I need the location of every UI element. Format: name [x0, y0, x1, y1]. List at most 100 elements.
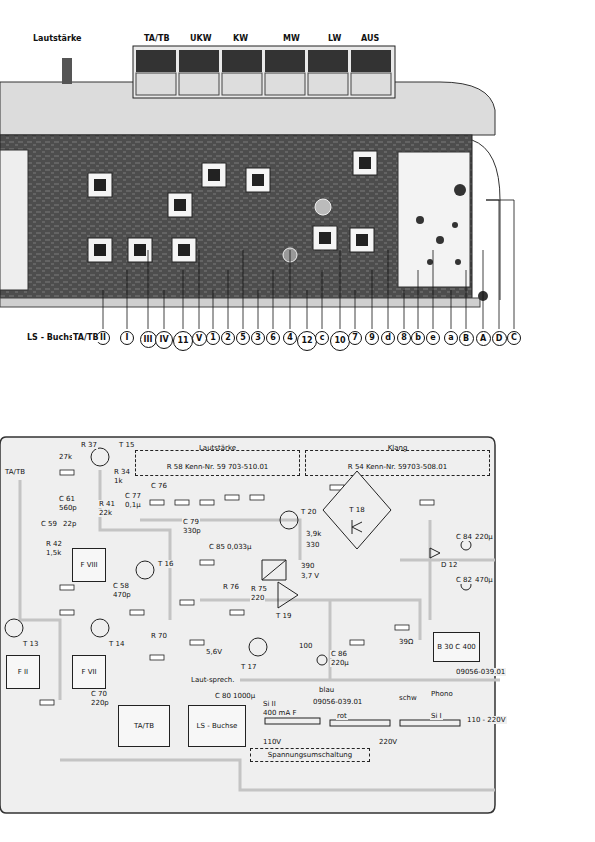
component-label: 470p	[112, 591, 132, 599]
component-label: C 61	[58, 495, 76, 503]
component-label: 110V	[262, 738, 282, 746]
component-label: C 77	[124, 492, 142, 500]
body-edge	[472, 140, 500, 300]
resistor-symbol	[250, 495, 264, 500]
component-label: 5,6V	[205, 648, 223, 656]
leader-line	[466, 270, 467, 329]
callout-number: a	[444, 331, 458, 345]
component-label: TA/TB	[72, 334, 100, 342]
component-label: C 80	[214, 692, 232, 700]
switch-hole	[436, 236, 444, 244]
leader-line	[183, 270, 184, 329]
leader-line	[290, 250, 291, 329]
node-text: 3	[255, 334, 261, 342]
component-label: 470µ	[474, 576, 494, 584]
component-label: 0,033µ	[226, 543, 253, 551]
resistor-symbol	[175, 500, 189, 505]
coil-can	[313, 226, 337, 250]
leader-line	[483, 250, 484, 329]
node-text: I	[126, 334, 129, 342]
component-label: C 84	[455, 533, 473, 541]
leader-line	[486, 200, 514, 329]
callout-number: 11	[173, 331, 193, 351]
node-text: 6	[270, 334, 276, 342]
resistor-symbol	[420, 500, 434, 505]
pcb-photo	[0, 135, 472, 300]
coil-core	[359, 157, 371, 169]
control-label: UKW	[189, 34, 213, 43]
resistor-symbol	[350, 640, 364, 645]
component-label: 0,1µ	[124, 501, 142, 509]
component-label: R 76	[222, 583, 240, 591]
callout-number: 9	[365, 331, 379, 345]
left-part	[0, 150, 28, 290]
component-label: C 59	[40, 520, 58, 528]
coil-core	[252, 174, 264, 186]
node-text: e	[430, 334, 435, 342]
key-face	[136, 50, 176, 72]
component-label: Laut-sprech.	[190, 676, 236, 684]
component-box: B 30 C 400	[433, 632, 480, 662]
transistor	[280, 511, 298, 529]
transistor-symbol	[352, 520, 362, 534]
coil-core	[174, 199, 186, 211]
component-label: R 42	[45, 540, 63, 548]
key-body	[351, 73, 391, 95]
component-box: F VII	[72, 655, 106, 689]
knob	[62, 58, 72, 84]
component-label: 560p	[58, 504, 78, 512]
component-label: rot	[336, 712, 348, 720]
component-label: R 41	[98, 500, 116, 508]
pcb-trace	[329, 600, 332, 680]
component-label: C 82	[455, 576, 473, 584]
component-label: Si II	[262, 700, 277, 708]
resistor-symbol	[150, 655, 164, 660]
component-label: C 79	[182, 518, 200, 526]
resistor-symbol	[40, 700, 54, 705]
callout-number: 6	[266, 331, 280, 345]
drawing-stroke	[40, 470, 434, 705]
node-text: T 18	[349, 506, 364, 514]
band-heading: Klang	[306, 444, 489, 452]
component-label: 09056-039.01	[455, 668, 506, 676]
resistor-symbol	[60, 470, 74, 475]
callout-number: D	[492, 331, 507, 346]
node-text: R 54 Kenn-Nr. 59703-508.01	[348, 463, 447, 471]
switch-hole	[427, 259, 433, 265]
callout-number: B	[459, 331, 474, 346]
callout-number: IV	[155, 331, 173, 349]
leader-line	[388, 250, 389, 329]
leader-line	[355, 290, 356, 329]
node-text: B	[463, 335, 469, 343]
pcb-trace	[140, 520, 300, 560]
callout-number: 5	[236, 331, 250, 345]
callout-number: 2	[221, 331, 235, 345]
leader-line	[486, 200, 499, 329]
control-label: TA/TB	[143, 34, 171, 43]
component-label: Si I	[430, 712, 443, 720]
node-text: LS - Buchse	[197, 722, 238, 730]
node-text: IV	[159, 336, 168, 344]
leader-line	[228, 270, 229, 329]
dashed-band: KlangR 54 Kenn-Nr. 59703-508.01	[305, 450, 490, 476]
drawing-stroke	[136, 50, 391, 95]
node-text: 10	[334, 337, 345, 345]
component-box: LS - Buchse	[188, 705, 246, 747]
leader-line	[148, 250, 149, 329]
component-label: 220µ	[474, 533, 494, 541]
resistor-symbol	[60, 585, 74, 590]
leader-line	[433, 250, 434, 329]
resistor-symbol	[60, 610, 74, 615]
pcb-trace	[200, 600, 420, 640]
node-text: a	[448, 334, 453, 342]
switch-box	[398, 152, 470, 287]
leader-line	[258, 290, 259, 329]
component-label: schw	[398, 694, 418, 702]
transistor	[136, 561, 154, 579]
component-label: 1000µ	[232, 692, 256, 700]
leader-line	[307, 290, 308, 329]
coil-can	[168, 193, 192, 217]
callout-number: 3	[251, 331, 265, 345]
transistor	[91, 448, 109, 466]
coil-core	[208, 169, 220, 181]
